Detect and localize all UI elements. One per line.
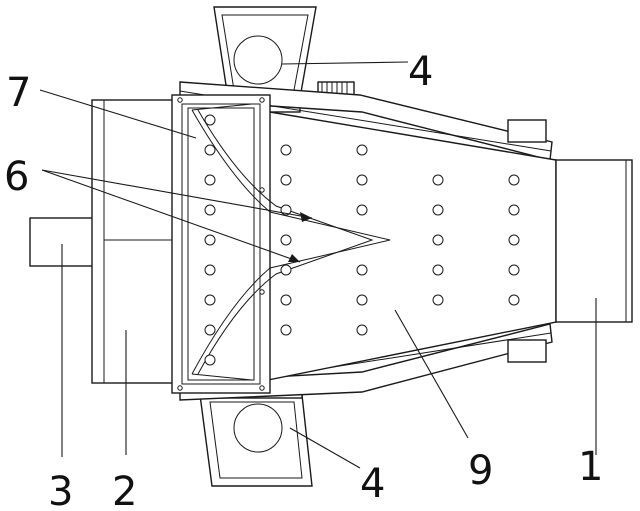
arrowhead	[288, 254, 300, 262]
label-7: 7	[6, 70, 31, 116]
screen-holes	[204, 114, 520, 366]
part-4-bottom-motor	[195, 383, 313, 487]
bottom-rail	[179, 323, 553, 401]
part-6-guide-plates	[191, 103, 391, 381]
label-4-bottom: 4	[360, 461, 385, 507]
arrowhead	[300, 212, 312, 222]
label-2: 2	[112, 469, 137, 511]
part-2-box	[91, 99, 175, 384]
label-9: 9	[468, 448, 493, 494]
label-4-top: 4	[408, 49, 433, 95]
label-3: 3	[48, 469, 73, 511]
part-7-frame	[171, 94, 271, 394]
label-1: 1	[578, 444, 603, 490]
label-6: 6	[4, 154, 29, 200]
part-1-outlet	[555, 159, 633, 323]
leader-lines	[39, 61, 597, 469]
